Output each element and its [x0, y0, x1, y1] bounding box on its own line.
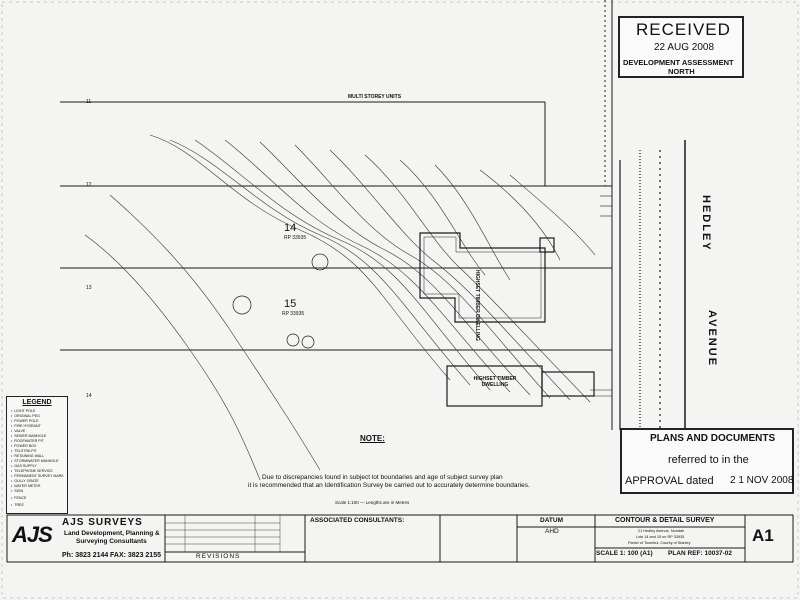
- legend-item: FENCE: [11, 496, 26, 500]
- legend-item: SIGN: [11, 489, 23, 493]
- company-tagline-2: Surveying Consultants: [76, 538, 147, 545]
- legend-item: GAS SUPPLY: [11, 464, 37, 468]
- legend-item: PERMANENT SURVEY MARK: [11, 474, 64, 478]
- legend-item: ORIGINAL PEG: [11, 414, 40, 418]
- legend-item: ROOFWATER PIT: [11, 439, 44, 443]
- company-name: AJS SURVEYS: [62, 517, 143, 528]
- legend-item: LIGHT POLE: [11, 409, 35, 413]
- received-stamp-date: 22 AUG 2008: [654, 42, 715, 53]
- received-stamp: RECEIVED 22 AUG 2008 DEVELOPMENT ASSESSM…: [618, 16, 744, 78]
- legend-item: STORMWATER MANHOLE: [11, 459, 58, 463]
- legend-item: SEWER MANHOLE: [11, 434, 46, 438]
- dwelling-outline-1: [419, 232, 555, 323]
- received-stamp-title: RECEIVED: [636, 20, 731, 39]
- dwelling-2-label: HIGHSET TIMBER DWELLING: [473, 376, 517, 388]
- contour-lines: [84, 134, 596, 481]
- lot-11-left: 11: [86, 99, 92, 105]
- legend-title: LEGEND: [22, 399, 52, 406]
- lot-15-number: 15: [284, 298, 297, 310]
- note-scale: Scale 1:100 — Lengths are in Metres: [335, 500, 410, 505]
- lot-13-left: 13: [86, 285, 92, 291]
- legend-item: RETAINING WALL: [11, 454, 44, 458]
- survey-line-1: 21 Hedley Avenue, Nundah: [638, 529, 685, 533]
- plan-ref-label: PLAN REF: 10037-02: [668, 550, 732, 557]
- company-phone: Ph: 3823 2144: [62, 552, 109, 559]
- top-building-label: MULTI STOREY UNITS: [348, 94, 402, 100]
- datum-label: DATUM: [540, 517, 563, 524]
- legend-item: TELSTRA PIT: [11, 449, 37, 453]
- legend-item: FIRE HYDRANT: [11, 424, 41, 428]
- revisions-grid: [165, 515, 281, 552]
- company-tagline-1: Land Development, Planning &: [64, 530, 160, 537]
- legend-item: TELEPHONE SERVICE: [11, 469, 52, 473]
- street-name-hedley: HEDLEY: [700, 195, 712, 252]
- company-fax: FAX: 3823 2155: [110, 552, 161, 559]
- street-boundary: [619, 140, 686, 430]
- legend-item: VALVE: [11, 429, 25, 433]
- lot-15-rp: RP 33935: [282, 311, 305, 317]
- consultants-label: ASSOCIATED CONSULTANTS:: [310, 517, 405, 524]
- sheet-size-label: A1: [752, 526, 774, 545]
- survey-line-2: Lots 14 and 15 on RP 33935: [636, 535, 685, 539]
- lot-12-left: 12: [86, 182, 92, 188]
- dwelling-outline-2: [446, 365, 595, 407]
- lot-14-left: 14: [86, 393, 92, 399]
- scale-label: SCALE 1: 100 (A1): [596, 550, 653, 557]
- received-stamp-department: DEVELOPMENT ASSESSMENT: [623, 58, 734, 67]
- approval-line-2: referred to in the: [668, 454, 749, 466]
- note-line-2: it is recommended that an Identification…: [248, 482, 530, 489]
- received-stamp-region: NORTH: [668, 67, 695, 76]
- tree-symbols: [232, 253, 329, 349]
- fence-ticks: [590, 195, 612, 397]
- company-logo: AJS: [12, 522, 53, 547]
- approval-stamp: PLANS AND DOCUMENTS referred to in the A…: [620, 428, 794, 494]
- legend-item: TREE: [11, 503, 24, 507]
- approval-line-3: APPROVAL dated: [625, 475, 714, 487]
- lot-boundaries: [60, 0, 613, 430]
- survey-title: CONTOUR & DETAIL SURVEY: [615, 517, 715, 524]
- datum-value: AHD: [545, 528, 559, 535]
- note-line-1: Due to discrepancies found in subject lo…: [262, 474, 503, 481]
- legend-item: POWER BOX: [11, 444, 36, 448]
- lot-14-rp: RP 33935: [284, 235, 307, 241]
- survey-line-3: Parish of Toombul, County of Stanley: [628, 541, 691, 545]
- revisions-label: REVISIONS: [196, 553, 241, 560]
- street-name-avenue: AVENUE: [706, 310, 718, 368]
- legend-item: WATER METER: [11, 484, 40, 488]
- approval-line-1: PLANS AND DOCUMENTS: [650, 433, 776, 444]
- dwelling-1-label: HIGHSET TIMBER DWELLING: [474, 270, 480, 341]
- note-heading: NOTE:: [360, 434, 385, 443]
- approval-date: 2 1 NOV 2008: [730, 475, 794, 486]
- legend-item: POWER POLE: [11, 419, 38, 423]
- title-block-frame: [6, 514, 794, 563]
- legend-box: LEGEND LIGHT POLE ORIGINAL PEG POWER POL…: [6, 396, 68, 514]
- legend-item: GULLY GRATE: [11, 479, 39, 483]
- lot-14-number: 14: [284, 222, 297, 234]
